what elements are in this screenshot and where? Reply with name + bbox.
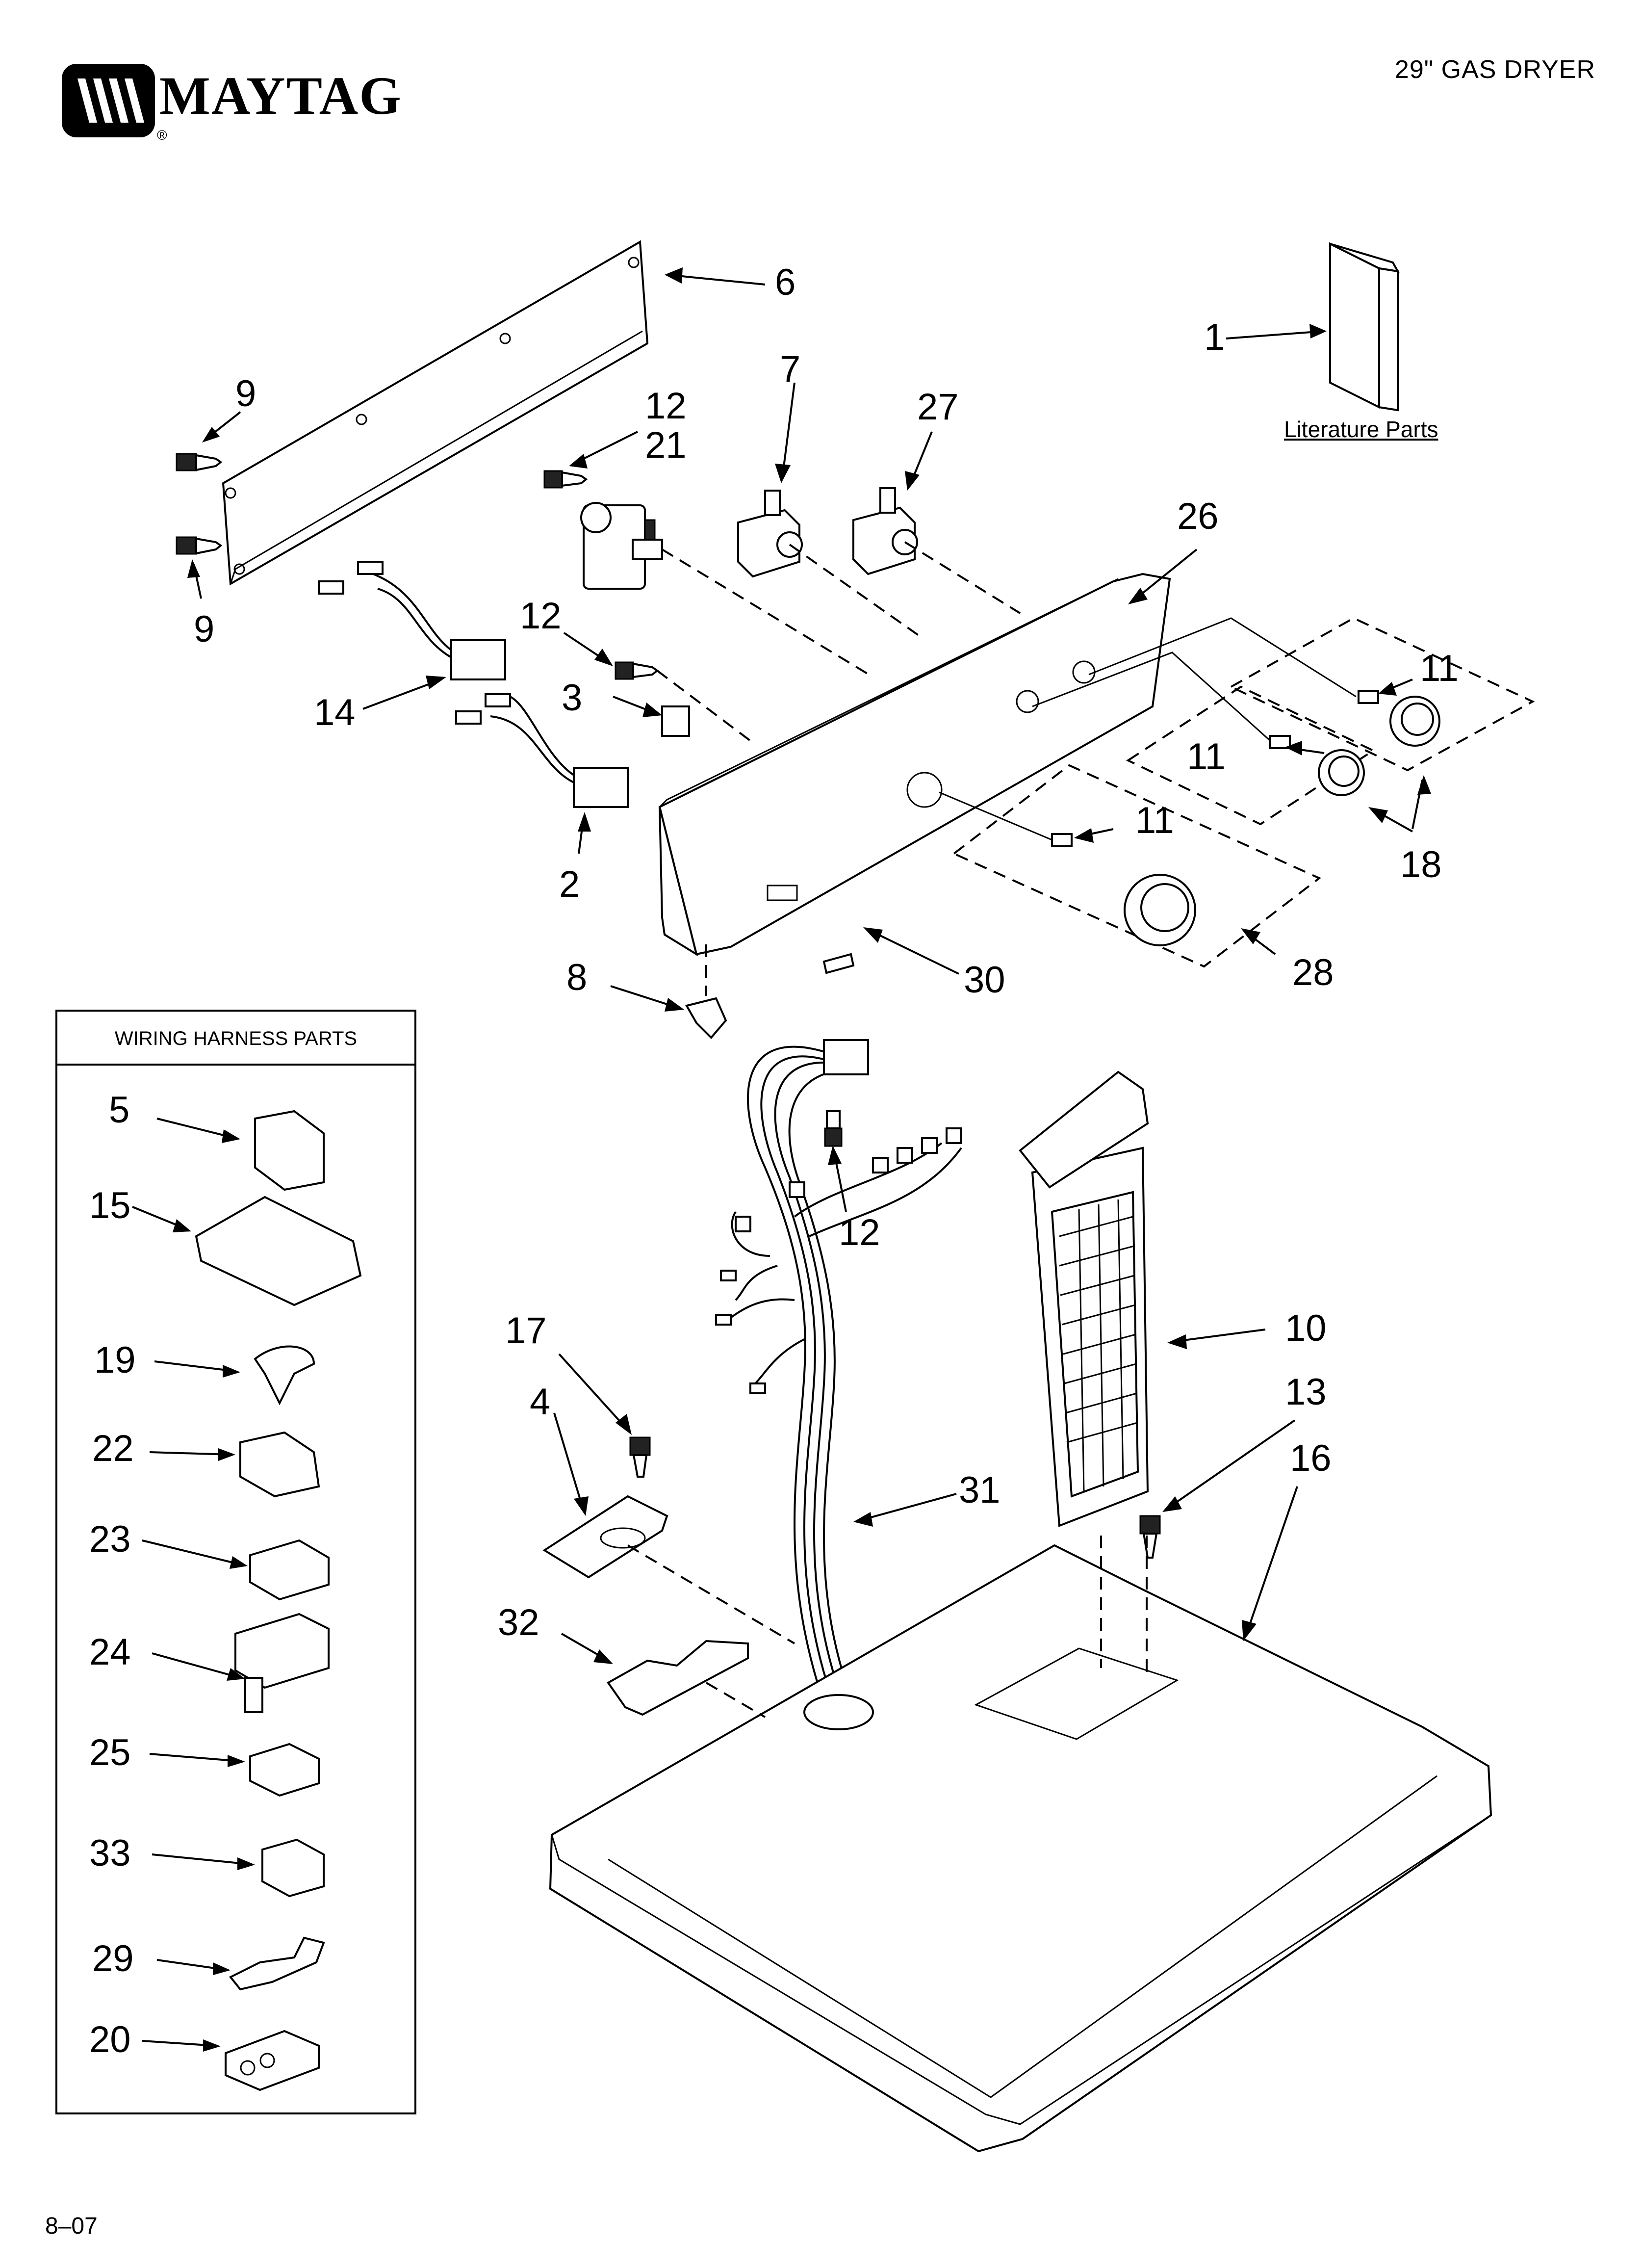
callout-3: 3 [562, 677, 583, 719]
switch-27 [852, 431, 1021, 614]
callout-30: 30 [964, 959, 1005, 1001]
callout-9-upper: 9 [235, 373, 257, 415]
callout-12-timer: 12 [645, 385, 687, 427]
screw-12-timer [543, 431, 638, 489]
callout-31: 31 [959, 1469, 1001, 1511]
callout-27: 27 [917, 386, 959, 428]
knob-assembly-28 [939, 764, 1321, 968]
legend-number-15: 15 [89, 1185, 131, 1226]
legend-number-20: 20 [89, 2019, 131, 2060]
callout-7: 7 [780, 348, 801, 390]
callout-1: 1 [1204, 316, 1225, 358]
legend-number-25: 25 [89, 1732, 131, 1773]
callout-10: 10 [1285, 1307, 1327, 1349]
harness-14 [318, 561, 506, 710]
screw-13 [1139, 1419, 1296, 1559]
timer [580, 502, 874, 678]
legend-number-23: 23 [89, 1518, 131, 1560]
clip-8 [610, 944, 727, 1039]
main-wiring-harness [715, 1039, 962, 1718]
callout-2: 2 [559, 863, 580, 905]
control-console [658, 548, 1198, 957]
legend-heading: WIRING HARNESS PARTS [57, 1012, 414, 1066]
callout-21: 21 [645, 424, 687, 466]
callout-11-upper: 11 [1420, 648, 1459, 689]
callout-14: 14 [314, 692, 356, 733]
callout-32: 32 [498, 1602, 539, 1643]
rear-bracket [222, 240, 766, 586]
bracket-4 [542, 1412, 795, 1644]
callout-26: 26 [1177, 495, 1219, 537]
callout-11-middle: 11 [1187, 736, 1226, 778]
callout-8: 8 [566, 957, 588, 998]
legend-drawings [132, 1110, 362, 2091]
harness-2 [455, 693, 629, 854]
page-code: 8–07 [45, 2213, 98, 2239]
callout-13: 13 [1285, 1371, 1327, 1413]
maytag-emblem-icon [62, 64, 155, 137]
label-30 [822, 927, 959, 975]
clip-3 [613, 696, 690, 737]
legend-number-24: 24 [89, 1631, 131, 1673]
callout-28: 28 [1292, 952, 1334, 993]
callout-9-lower: 9 [194, 608, 215, 650]
callout-16: 16 [1290, 1437, 1332, 1479]
screw-9-lower [176, 536, 223, 599]
legend-number-29: 29 [92, 1938, 134, 1980]
callout-11-lower: 11 [1135, 800, 1174, 841]
callout-4: 4 [530, 1381, 551, 1423]
lint-screen [1019, 1070, 1266, 1527]
callout-12-console: 12 [520, 595, 562, 637]
wiring-harness-legend: WIRING HARNESS PARTS [55, 1010, 416, 2114]
screw-12-harness [824, 1110, 847, 1212]
callout-17: 17 [505, 1310, 547, 1352]
document-title: 29" GAS DRYER [1394, 55, 1595, 84]
callout-18: 18 [1400, 844, 1442, 886]
dryer-top [549, 1486, 1492, 2153]
callout-12-harness: 12 [839, 1212, 880, 1253]
screw-17 [558, 1353, 651, 1478]
brand-wordmark: MAYTAG [159, 66, 402, 126]
legend-number-33: 33 [89, 1832, 131, 1874]
trademark-symbol: ® [157, 128, 167, 143]
literature-parts-label: Literature Parts [1284, 417, 1438, 442]
maytag-logo: MAYTAG ® [59, 54, 412, 147]
legend-number-19: 19 [94, 1339, 136, 1381]
shield-32 [561, 1633, 766, 1718]
screw-9-upper [176, 411, 241, 471]
legend-number-5: 5 [109, 1089, 130, 1131]
screw-12-console [563, 632, 751, 742]
knob-group-18 [1032, 617, 1535, 833]
switch-7 [737, 382, 923, 639]
callout-6: 6 [775, 261, 796, 303]
literature-book [1226, 242, 1400, 412]
legend-number-22: 22 [92, 1428, 134, 1469]
